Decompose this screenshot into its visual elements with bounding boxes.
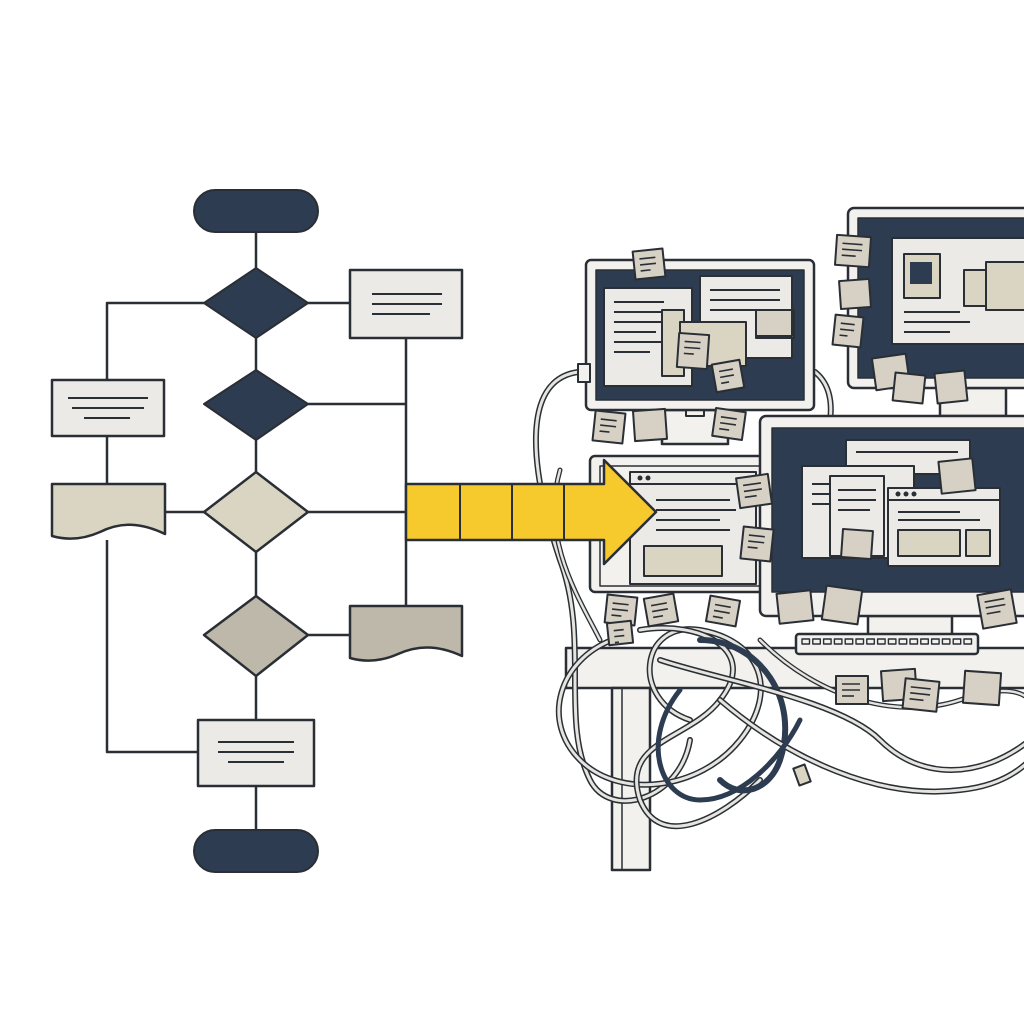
sticky-note	[631, 247, 667, 281]
decision-3	[202, 470, 310, 554]
sticky-note	[775, 589, 815, 625]
sticky-note	[976, 588, 1018, 630]
document-left	[50, 482, 167, 540]
keyboard-key	[930, 638, 940, 645]
sticky-note	[711, 407, 747, 441]
sticky-note	[933, 369, 969, 405]
keyboard-key	[887, 638, 897, 645]
keyboard-key	[801, 638, 811, 645]
process-box-top-right	[348, 268, 464, 340]
sticky-note	[840, 527, 874, 561]
sticky-note	[755, 309, 793, 337]
process-box-bottom	[196, 718, 316, 788]
keyboard-key	[920, 638, 929, 645]
keyboard-key	[844, 638, 854, 645]
keyboard-key	[941, 638, 951, 645]
decision-2	[203, 369, 309, 441]
keyboard	[794, 632, 980, 656]
sticky-note	[675, 331, 711, 371]
sticky-note	[739, 525, 775, 563]
sticky-note	[631, 407, 669, 443]
keyboard-key	[909, 638, 919, 645]
sticky-note	[838, 277, 872, 311]
flowchart-connectors	[105, 230, 408, 830]
process-box-left	[50, 378, 166, 438]
keyboard-key	[812, 638, 821, 645]
sticky-note	[704, 594, 742, 628]
decision-1	[203, 267, 309, 339]
document-right	[348, 604, 464, 662]
keyboard-key	[952, 638, 962, 645]
flowchart	[50, 189, 464, 873]
sticky-note	[605, 619, 635, 647]
sticky-note	[820, 584, 864, 626]
monitor-large-right	[758, 414, 1024, 648]
keyboard-key	[898, 638, 908, 645]
sticky-note	[591, 409, 627, 445]
keyboard-key	[855, 638, 865, 645]
sticky-note	[833, 233, 873, 269]
keyboard-key	[963, 638, 973, 645]
keyboard-key	[866, 638, 875, 645]
sticky-note	[735, 472, 773, 510]
monitor-top-right	[846, 206, 1024, 418]
decision-4	[202, 594, 310, 678]
end-terminal	[193, 829, 319, 873]
keyboard-key	[876, 638, 886, 645]
keyboard-key	[833, 638, 843, 645]
sticky-note	[642, 592, 680, 628]
cluttered-workstation	[533, 206, 1024, 872]
sticky-note	[937, 457, 977, 495]
keyboard-key	[822, 638, 832, 645]
sticky-note	[835, 675, 869, 705]
transition-arrow	[404, 458, 658, 566]
sticky-notes	[591, 233, 1018, 713]
sticky-note	[710, 358, 746, 394]
start-terminal	[193, 189, 319, 233]
sticky-note	[831, 313, 865, 349]
sticky-note	[891, 371, 927, 405]
desk	[564, 646, 1024, 872]
sticky-note	[961, 669, 1003, 707]
sticky-note	[603, 593, 639, 627]
sticky-note	[901, 677, 941, 713]
